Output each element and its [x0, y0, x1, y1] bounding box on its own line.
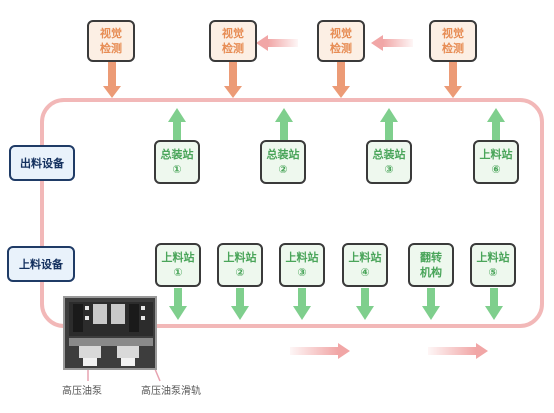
feed-station-box: 上料站 ① [155, 243, 201, 287]
feed-arrow-5 [422, 288, 440, 320]
vision-arrow-2 [224, 62, 242, 98]
vision-inspection-box: 视觉 检测 [429, 20, 477, 62]
assembly-arrow-2 [275, 108, 293, 140]
vision-arrow-4 [444, 62, 462, 98]
feed-arrow-1 [169, 288, 187, 320]
feed-station-box: 上料站 ⑤ [470, 243, 516, 287]
feed-arrow-4 [356, 288, 374, 320]
flow-arrow-right-2 [428, 343, 488, 359]
assembly-station-box: 总装站 ① [154, 140, 200, 184]
high-pressure-pump-machine-image [63, 296, 157, 370]
assembly-arrow-3 [380, 108, 398, 140]
flow-arrow-left-2 [371, 35, 413, 51]
assembly-station-box: 总装站 ② [260, 140, 306, 184]
conveyor-loop [40, 98, 544, 328]
feed-arrow-6 [485, 288, 503, 320]
flow-arrow-right-1 [290, 343, 350, 359]
assembly-arrow-1 [168, 108, 186, 140]
assembly-arrow-4 [487, 108, 505, 140]
feed-station-box: 上料站 ④ [342, 243, 388, 287]
feed-station-box: 上料站 ② [217, 243, 263, 287]
flow-arrow-left-1 [256, 35, 298, 51]
outfeed-equipment-box: 出料设备 [9, 145, 75, 181]
flip-mechanism-box: 翻转 机构 [408, 243, 454, 287]
vision-inspection-box: 视觉 检测 [209, 20, 257, 62]
vision-inspection-box: 视觉 检测 [317, 20, 365, 62]
feed-station-box: 上料站 ③ [279, 243, 325, 287]
vision-arrow-3 [332, 62, 350, 98]
feed-arrow-2 [231, 288, 249, 320]
feed-arrow-3 [293, 288, 311, 320]
assembly-station-box: 总装站 ③ [366, 140, 412, 184]
pump-label: 高压油泵 [62, 386, 102, 397]
vision-inspection-box: 视觉 检测 [87, 20, 135, 62]
infeed-equipment-box: 上料设备 [7, 246, 75, 282]
vision-arrow-1 [103, 62, 121, 98]
assembly-station-box: 上料站 ⑥ [473, 140, 519, 184]
pump-rail-label: 高压油泵滑轨 [141, 386, 201, 397]
